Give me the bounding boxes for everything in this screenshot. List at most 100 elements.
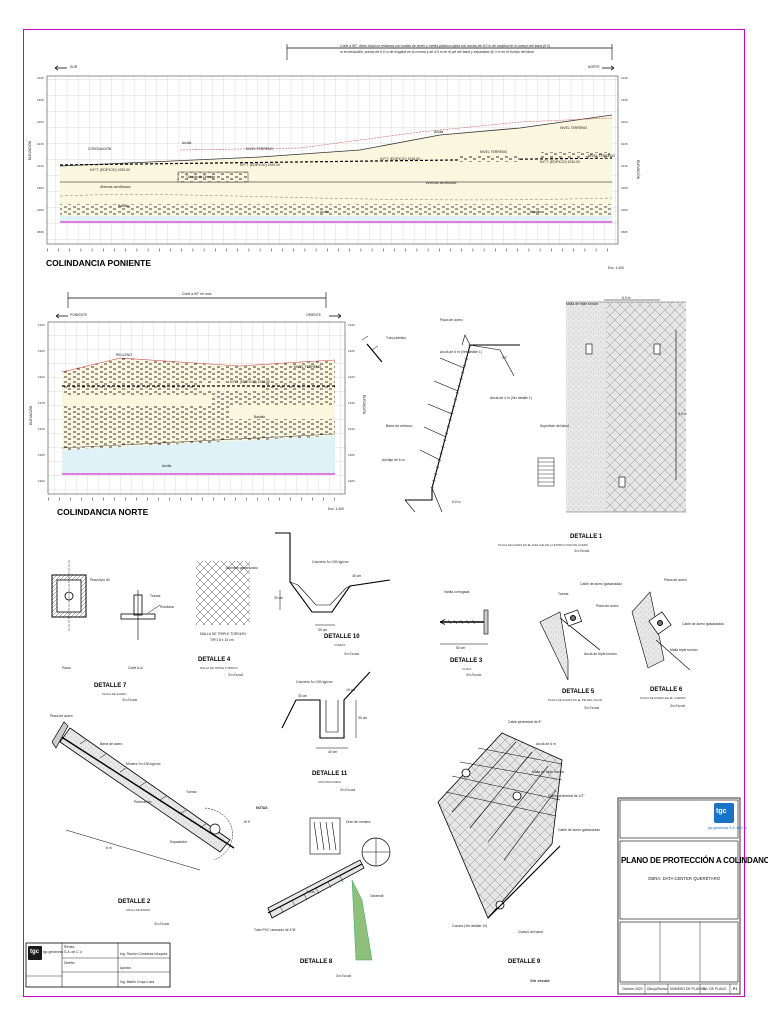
- d2-diam: Ø 4": [244, 820, 251, 824]
- d10-scale: Sin Escala: [344, 652, 360, 656]
- d11-concreto: Concreto f'c=150 kg/cm²: [296, 680, 333, 684]
- svg-text:1895: 1895: [37, 230, 44, 234]
- d7-tuerca: Tuerca: [150, 594, 161, 598]
- title-block: [617, 797, 741, 995]
- d7-placa: Placa: [62, 666, 71, 670]
- svg-text:1920: 1920: [37, 120, 44, 124]
- d10-b: 30 cm: [318, 628, 328, 632]
- d1-sub: PLACA DE ACERO EN EL ANCLAJE EN LA ESTRU…: [498, 543, 588, 547]
- svg-text:1905: 1905: [348, 453, 355, 457]
- d3-sub: CLAVO: [462, 667, 472, 671]
- small-info-block: [25, 942, 171, 988]
- detalle-9-drawing: [437, 732, 563, 919]
- d8-tubo: Tubo PVC ranurado de 4"Ø: [254, 928, 296, 932]
- norte-arcilla: Arcilla: [162, 464, 172, 468]
- detalle-10-drawing: [275, 532, 391, 626]
- d4-malla: MALLA DE TRIPLE TORSION: [200, 632, 246, 636]
- d3-title: DETALLE 3: [450, 658, 483, 664]
- poniente-nivel-1: NIVEL TERRENO: [246, 147, 274, 151]
- d10-concreto: Concreto f'c=150 kg/cm²: [312, 560, 349, 564]
- svg-text:1930: 1930: [621, 76, 628, 80]
- d3-dim: 50 cm: [456, 646, 466, 650]
- svg-text:1905: 1905: [38, 453, 45, 457]
- svg-text:1915: 1915: [621, 142, 628, 146]
- detalle-4-drawing: [196, 561, 250, 625]
- d11-b: 40 cm: [328, 750, 338, 754]
- svg-text:1900: 1900: [38, 479, 45, 483]
- svg-text:1900: 1900: [621, 208, 628, 212]
- d1-ancla2: Ancla de 4 m (Ver detalle 1): [490, 396, 532, 400]
- poniente-basalto-1: Basalto: [118, 204, 130, 208]
- d5-tuerca: Tuerca: [558, 592, 569, 596]
- d8-notas: NOTAS: [256, 806, 268, 810]
- d6-title: DETALLE 6: [650, 687, 683, 693]
- d11-d: 30 cm: [358, 716, 368, 720]
- poniente-nivel-3: NIVEL TERRENO: [588, 154, 616, 158]
- d6-malla: Malla triple torsión: [670, 648, 698, 652]
- d2-placa: Placa de acero: [50, 714, 73, 718]
- poniente-basalto-2: Basalto: [530, 210, 542, 214]
- norte-left-dir: PONIENTE: [70, 313, 88, 317]
- tb-row-plano-no: No. DE PLANO: [703, 987, 727, 991]
- svg-text:1925: 1925: [37, 98, 44, 102]
- poniente-arenas-2: Arenas arcillosas: [426, 180, 457, 185]
- norte-title: COLINDANCIA NORTE: [57, 507, 149, 517]
- poniente-nivel-4: NIVEL TERRENO: [560, 126, 588, 130]
- poniente-right-dir: NORTE: [588, 65, 600, 69]
- d7-scale: Sin Escala: [122, 698, 138, 702]
- poniente-arcilla-3: Arcilla: [320, 210, 330, 214]
- d2-tuerca: Tuerca: [186, 790, 197, 794]
- d1-superficie: Superficie del talud: [540, 424, 569, 428]
- poniente-npt-1: N.P.T. (EDIFICIO) 1920.00: [90, 168, 130, 172]
- tb-row-planos: NÚMERO DE PLANOS: [670, 987, 706, 991]
- svg-text:1930: 1930: [348, 323, 355, 327]
- tb-row-sheet: P1: [733, 987, 738, 991]
- d5-placa: Placa de acero: [596, 604, 619, 608]
- poniente-title: COLINDANCIA PONIENTE: [46, 258, 151, 268]
- small-name-2: Ing. Martin Grupo Lara: [120, 980, 155, 984]
- d8-dren: Dren de mortero: [346, 820, 371, 824]
- d5-scale: Sin Escala: [584, 706, 600, 710]
- detalle-3-drawing: [439, 609, 489, 645]
- small-name-1: Ing. Ramón Contreras Vázquez: [120, 952, 168, 956]
- svg-text:1920: 1920: [348, 375, 355, 379]
- d2-sub: ANCLA DE BARRA: [126, 908, 151, 912]
- svg-text:1910: 1910: [37, 164, 44, 168]
- d5-title: DETALLE 5: [562, 689, 595, 695]
- d1-tubo: Tubo plástico: [386, 336, 407, 340]
- d9-ancla6: Ancla de 6 m: [536, 742, 556, 746]
- d9-malla: Malla de triple torsión: [532, 770, 565, 774]
- detalle-11-drawing: [281, 671, 371, 749]
- d6-sub: PLACA DE ACERO EN EL CUERPO: [640, 696, 686, 700]
- norte-scale: Esc. 1:400: [328, 507, 345, 511]
- norte-basalto: Basalto: [254, 415, 266, 419]
- poniente-scale: Esc. 1:400: [608, 266, 625, 270]
- svg-text:1910: 1910: [348, 427, 355, 431]
- svg-text:1915: 1915: [37, 142, 44, 146]
- d11-sub: CONTRACUNETA: [318, 780, 342, 784]
- tgc-logo: tgc: [716, 808, 727, 815]
- poniente-tuberia: Tubería de Drenaje: [186, 175, 216, 179]
- d9-corona: Corona (Ver detalle 10): [452, 924, 488, 928]
- svg-text:1915: 1915: [348, 401, 355, 405]
- d5-cable: Cable de acero galvanizado: [580, 582, 623, 586]
- d11-title: DETALLE 11: [312, 771, 348, 777]
- d4-sub: MALLA DE TRIPLE TORSION: [200, 666, 238, 670]
- norte-relleno: RELLENO: [116, 353, 132, 357]
- small-label-aprobo: Aprobó: [120, 966, 131, 970]
- d4-alambre: Alambre galvanizado: [226, 566, 258, 570]
- svg-text:1925: 1925: [621, 98, 628, 102]
- d10-a: 30 cm: [274, 596, 284, 600]
- poniente-arcillas: Arenas arcillosas: [100, 184, 131, 189]
- svg-text:1900: 1900: [37, 208, 44, 212]
- d7-placa-top: Placa tipo 40: [90, 578, 110, 582]
- d10-sub: CUNETA: [334, 643, 346, 647]
- svg-text:1905: 1905: [37, 186, 44, 190]
- norte-axis-left: ELEVACIÓN: [29, 405, 33, 425]
- tb-row-date: Octubre 2020: [622, 987, 643, 991]
- d1-cota: 6.0 m: [622, 296, 631, 300]
- poniente-note-1: Corte a 90°, dicho talud se realizará co…: [340, 44, 551, 48]
- d1-dim: 6.0 m: [452, 500, 461, 504]
- d1-sep: 3.0 m: [678, 412, 687, 416]
